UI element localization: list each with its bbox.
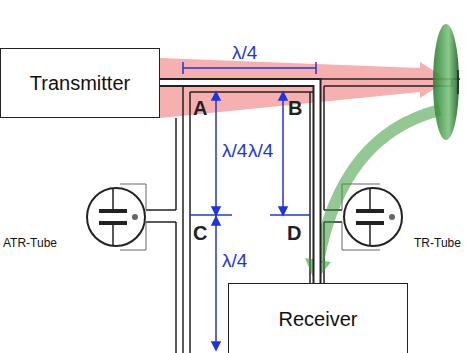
tr-tube: TR-Tube <box>342 186 404 248</box>
dimension-label: λ/4 <box>248 140 273 162</box>
port-letter: C <box>193 222 207 245</box>
dimension-label: λ/4 <box>222 140 247 162</box>
waveguide-connector <box>160 83 317 284</box>
tube-symbol <box>85 186 147 248</box>
port-letter: A <box>193 97 207 120</box>
port-letter: B <box>288 97 302 120</box>
dimension-label: λ/4 <box>222 250 247 272</box>
atr-tube: ATR-Tube <box>85 186 147 248</box>
node-label: Receiver <box>279 308 358 331</box>
receiver-box: Receiver <box>228 283 408 353</box>
dimension-label: λ/4 <box>232 42 257 64</box>
transmitter-box: Transmitter <box>0 48 160 118</box>
waveguide <box>146 79 460 353</box>
antenna-dish <box>433 24 459 140</box>
antenna-feed <box>457 70 459 94</box>
tube-symbol <box>342 186 404 248</box>
node-label: ATR-Tube <box>3 236 57 250</box>
node-label: Transmitter <box>30 72 130 95</box>
port-letter: D <box>287 222 301 245</box>
node-label: TR-Tube <box>414 236 461 250</box>
